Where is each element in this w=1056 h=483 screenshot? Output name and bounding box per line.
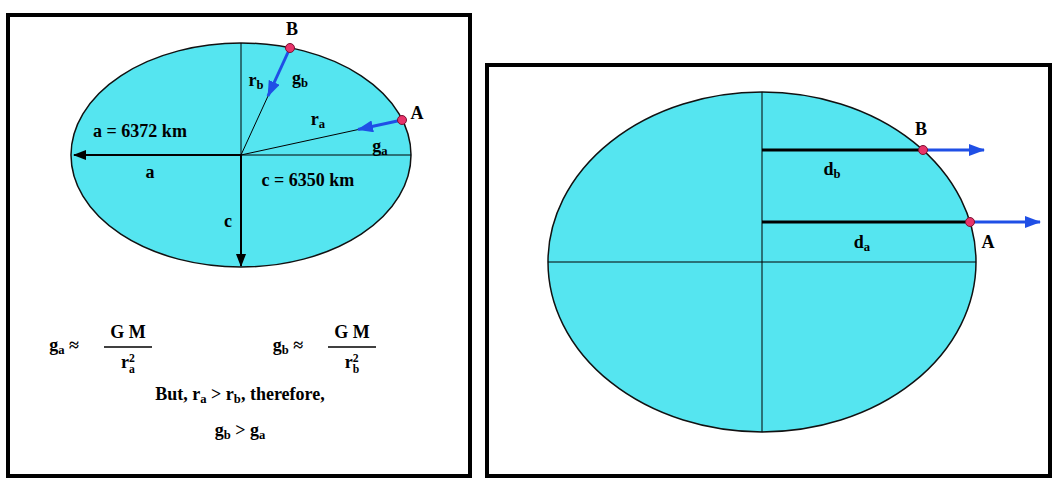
fraction-bar (328, 346, 376, 348)
text-run: ≈ (289, 335, 303, 355)
gravity-arrow (268, 48, 290, 96)
formula-term: ra2 (121, 353, 135, 375)
text-run: d (854, 232, 864, 252)
subscript: b (282, 343, 289, 357)
superscript: 2 (353, 353, 360, 364)
axis-label: a (146, 163, 155, 183)
text-run: g (292, 68, 301, 88)
formula-term: G M (334, 323, 370, 343)
text-run: a = 6372 km (93, 121, 187, 141)
text-run: r (121, 352, 129, 372)
earth-ellipse (71, 43, 411, 267)
dimension-label: c = 6350 km (262, 171, 355, 191)
formula-term: rb2 (345, 353, 360, 375)
text-run: A (411, 103, 424, 123)
axis-label: c (224, 212, 232, 232)
dimension-label: a = 6372 km (93, 122, 187, 142)
subscript: b (834, 167, 841, 181)
text-run: a (146, 162, 155, 182)
radius-arrow (240, 155, 242, 266)
subscript: b (256, 78, 263, 92)
text-run: ≈ (64, 335, 78, 355)
velocity-arrow (970, 221, 1040, 224)
index-stack: a2 (129, 353, 135, 375)
subscript: b (353, 364, 360, 375)
text-run: r (345, 352, 353, 372)
velocity-arrow (923, 149, 984, 152)
point-dot (966, 218, 975, 227)
earth-ellipse (548, 92, 976, 432)
fraction-bar (104, 346, 152, 348)
text-run: G M (334, 322, 370, 342)
text-run: r (248, 70, 256, 90)
subscript: a (381, 144, 387, 158)
subscript: a (319, 117, 325, 131)
panel-frame (487, 65, 1050, 476)
axis-line (241, 43, 242, 155)
conclusion-text: But, ra > rb, therefore, (155, 385, 324, 408)
panel-frame (8, 15, 470, 476)
superscript: 2 (129, 353, 135, 364)
text-run: > g (231, 420, 259, 440)
point-label: A (982, 233, 995, 253)
text-run: B (286, 19, 298, 39)
point-label: B (286, 20, 298, 40)
text-run: But, r (155, 384, 200, 404)
radius-line (241, 48, 290, 155)
point-dot (919, 146, 928, 155)
text-run: , therefore, (241, 384, 325, 404)
point-dot (398, 116, 407, 125)
text-run: A (982, 232, 995, 252)
distance-line (762, 149, 923, 152)
subscript: b (224, 428, 231, 442)
text-run: c = 6350 km (262, 170, 355, 190)
gravity-arrow (358, 120, 402, 130)
vector-label: ga (372, 137, 387, 160)
subscript: a (58, 343, 64, 357)
text-run: g (49, 335, 58, 355)
subscript: b (234, 392, 241, 406)
radius-label: rb (248, 71, 263, 94)
conclusion-text: gb > ga (215, 421, 266, 444)
radius-label: ra (311, 110, 325, 133)
text-run: G M (110, 322, 146, 342)
radius-arrow (74, 154, 241, 156)
text-run: c (224, 211, 232, 231)
vector-label: gb (292, 69, 308, 92)
distance-line (762, 221, 970, 224)
index-stack: b2 (353, 353, 360, 375)
point-label: B (915, 120, 927, 140)
point-label: A (411, 104, 424, 124)
subscript: a (200, 392, 206, 406)
formula-term: ga ≈ (49, 336, 79, 359)
distance-label: db (823, 160, 840, 183)
formula-term: gb ≈ (273, 336, 303, 359)
text-run: g (215, 420, 224, 440)
distance-label: da (854, 233, 870, 256)
text-run: > r (207, 384, 234, 404)
point-dot (286, 44, 295, 53)
text-run: B (915, 119, 927, 139)
axis-line (548, 262, 976, 263)
subscript: b (301, 76, 308, 90)
text-run: d (823, 159, 833, 179)
formula-term: G M (110, 323, 146, 343)
subscript: a (864, 240, 870, 254)
text-run: g (372, 136, 381, 156)
text-run: g (273, 335, 282, 355)
text-run: r (311, 109, 319, 129)
subscript: a (129, 364, 135, 375)
subscript: a (259, 428, 265, 442)
